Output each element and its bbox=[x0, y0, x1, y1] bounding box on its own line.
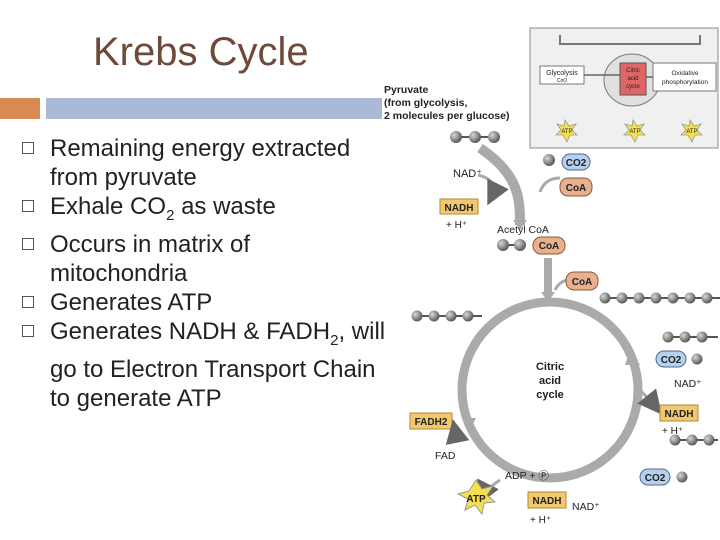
svg-text:FAD: FAD bbox=[435, 450, 456, 462]
pyruvate-molecule bbox=[450, 131, 500, 143]
svg-text:ATP: ATP bbox=[629, 129, 640, 135]
svg-text:NADH: NADH bbox=[445, 203, 474, 214]
molecule-chain bbox=[412, 311, 483, 322]
svg-text:+ H⁺: + H⁺ bbox=[446, 220, 467, 231]
svg-text:CO2: CO2 bbox=[661, 355, 682, 366]
svg-text:acid: acid bbox=[627, 76, 638, 82]
svg-text:acid: acid bbox=[539, 375, 561, 387]
svg-text:CoO: CoO bbox=[557, 78, 567, 84]
oxphos-box bbox=[653, 63, 716, 91]
svg-text:FADH2: FADH2 bbox=[415, 417, 448, 428]
pyruvate-label: Pyruvate bbox=[384, 84, 429, 96]
carbon-atom bbox=[543, 154, 555, 166]
svg-text:ADP + Ⓟ: ADP + Ⓟ bbox=[505, 470, 549, 482]
svg-text:CO2: CO2 bbox=[645, 473, 666, 484]
svg-text:+ H⁺: + H⁺ bbox=[530, 515, 551, 526]
atp-star-icon: ATP bbox=[458, 480, 495, 514]
svg-text:phosphorylation: phosphorylation bbox=[662, 79, 708, 86]
acetyl-coa-label: Acetyl CoA bbox=[497, 224, 549, 236]
svg-text:2 molecules per glucose): 2 molecules per glucose) bbox=[384, 110, 509, 122]
svg-text:CoA: CoA bbox=[566, 183, 587, 194]
svg-text:NADH: NADH bbox=[665, 409, 694, 420]
svg-text:NADH: NADH bbox=[533, 496, 562, 507]
svg-text:Citric: Citric bbox=[626, 68, 640, 74]
svg-text:(from glycolysis,: (from glycolysis, bbox=[384, 97, 468, 109]
svg-text:Glycolysis: Glycolysis bbox=[546, 70, 578, 77]
svg-text:ATP: ATP bbox=[686, 129, 697, 135]
svg-text:NAD⁺: NAD⁺ bbox=[453, 168, 482, 180]
svg-text:CoA: CoA bbox=[539, 241, 560, 252]
svg-text:ATP: ATP bbox=[561, 129, 572, 135]
svg-text:NAD⁺: NAD⁺ bbox=[674, 378, 702, 390]
molecule-chain bbox=[663, 332, 719, 343]
svg-text:NAD⁺: NAD⁺ bbox=[572, 501, 600, 513]
svg-text:Oxidative: Oxidative bbox=[671, 70, 698, 77]
svg-text:Citric: Citric bbox=[536, 361, 564, 373]
overview-panel: Glycolysis CoO Citric acid cycle Oxidati… bbox=[530, 28, 718, 148]
svg-text:cycle: cycle bbox=[536, 389, 564, 401]
molecule-chain bbox=[600, 293, 720, 304]
pyruvate-arrow bbox=[480, 148, 520, 225]
svg-text:CoA: CoA bbox=[572, 277, 593, 288]
svg-text:+ H⁺: + H⁺ bbox=[662, 426, 683, 437]
svg-text:cycle: cycle bbox=[626, 84, 640, 90]
svg-text:CO2: CO2 bbox=[566, 158, 587, 169]
svg-text:ATP: ATP bbox=[466, 494, 486, 505]
